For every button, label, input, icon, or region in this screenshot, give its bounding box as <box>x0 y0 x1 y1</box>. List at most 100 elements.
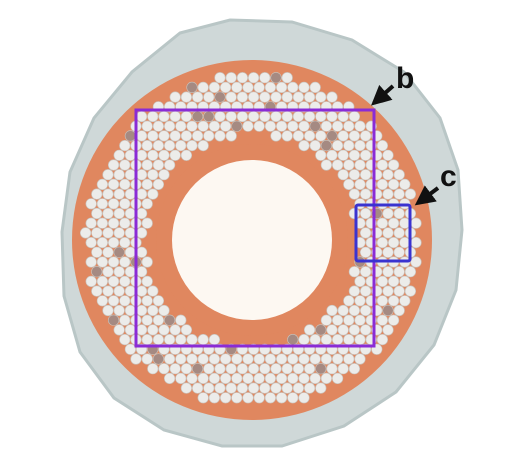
fiber <box>124 207 136 220</box>
fiber <box>382 246 394 258</box>
fiber <box>399 275 411 288</box>
fiber <box>152 295 164 307</box>
fiber <box>270 110 282 123</box>
defect-fiber <box>315 324 327 336</box>
fiber <box>220 353 232 365</box>
fiber <box>309 140 321 152</box>
fiber <box>287 120 299 132</box>
fiber <box>348 110 361 123</box>
fiber <box>292 91 305 103</box>
fiber <box>147 188 159 200</box>
fiber <box>410 217 422 229</box>
fiber <box>354 275 366 288</box>
fiber <box>382 324 394 336</box>
fiber <box>287 353 299 365</box>
defect-fiber <box>203 110 215 123</box>
fiber <box>96 275 108 288</box>
fiber <box>124 149 136 161</box>
fiber <box>276 120 288 132</box>
fiber <box>287 392 299 404</box>
fiber <box>186 334 198 346</box>
fiber <box>388 295 400 307</box>
fiber <box>309 81 321 93</box>
fiber <box>164 159 176 171</box>
fiber <box>332 159 344 171</box>
fiber <box>376 295 389 307</box>
fiber <box>410 237 422 249</box>
fiber <box>393 227 405 239</box>
fiber <box>332 314 344 326</box>
fiber <box>298 372 310 385</box>
fiber <box>141 353 153 365</box>
fiber <box>332 334 344 346</box>
fiber <box>309 372 321 385</box>
fiber <box>141 159 153 171</box>
fiber <box>276 372 288 385</box>
fiber <box>124 227 136 239</box>
fiber <box>91 188 103 200</box>
fiber <box>220 392 232 404</box>
fiber <box>382 188 394 200</box>
fiber <box>113 207 125 220</box>
fiber <box>175 334 187 346</box>
fiber <box>281 91 293 103</box>
fiber <box>214 363 226 375</box>
fiber <box>399 178 411 190</box>
fiber <box>119 334 131 346</box>
fiber <box>343 140 355 152</box>
fiber <box>214 382 226 394</box>
fiber <box>393 285 405 297</box>
fiber <box>287 81 299 93</box>
fiber <box>119 256 131 268</box>
fiber <box>298 334 310 346</box>
fiber <box>382 266 394 278</box>
fiber <box>276 353 288 365</box>
fiber <box>220 372 232 385</box>
fiber <box>404 188 417 200</box>
fiber <box>376 178 389 190</box>
fiber <box>180 149 192 161</box>
defect-fiber <box>287 334 299 346</box>
fiber <box>326 149 338 161</box>
fiber <box>388 217 400 229</box>
fiber <box>376 217 389 229</box>
fiber <box>304 363 316 375</box>
fiber <box>242 353 254 365</box>
fiber <box>326 363 338 375</box>
fiber <box>393 246 405 258</box>
fiber <box>197 120 209 132</box>
fiber <box>158 130 170 142</box>
fiber <box>320 159 333 171</box>
fiber <box>124 266 136 278</box>
fiber <box>292 363 305 375</box>
fiber <box>382 285 394 297</box>
fiber <box>348 324 361 336</box>
fiber <box>348 149 361 161</box>
fiber <box>348 304 361 317</box>
fiber <box>141 256 153 268</box>
fiber <box>393 207 405 220</box>
fiber <box>242 392 254 404</box>
fiber <box>136 149 148 161</box>
fiber <box>376 334 389 346</box>
fiber <box>96 217 108 229</box>
fiber <box>136 130 148 142</box>
fiber <box>343 314 355 326</box>
fiber <box>393 169 405 181</box>
fiber <box>231 81 243 93</box>
fiber <box>164 140 176 152</box>
fiber <box>192 91 204 103</box>
fiber <box>85 198 97 210</box>
fiber <box>242 81 254 93</box>
fiber <box>376 314 389 326</box>
fiber <box>197 334 209 346</box>
fiber <box>304 91 316 103</box>
fiber <box>360 266 372 278</box>
fiber <box>337 130 349 142</box>
fiber <box>337 149 349 161</box>
defect-fiber <box>192 110 204 123</box>
fiber <box>197 140 209 152</box>
fiber <box>337 304 349 317</box>
fiber <box>337 169 349 181</box>
fiber <box>360 169 372 181</box>
